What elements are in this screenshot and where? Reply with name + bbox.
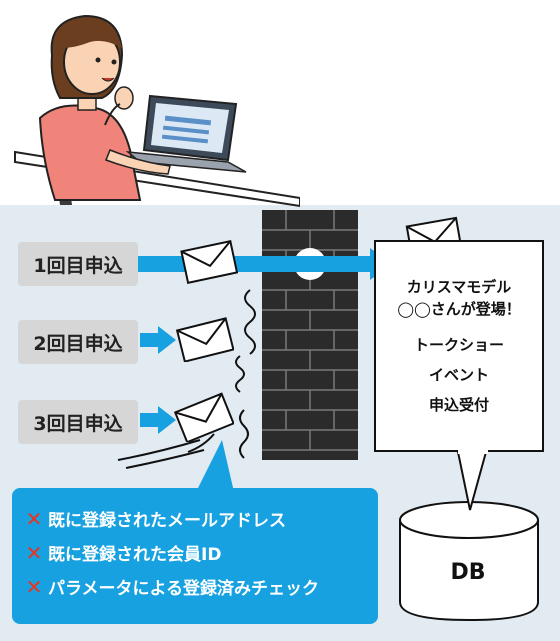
bounce-lines-lower [239,409,249,459]
motion-line-2 [125,449,205,469]
attempt-3-arrow-head [158,406,176,434]
motion-line-1 [117,439,201,461]
card-to-db-connector [456,448,488,511]
person-with-laptop-illustration [14,14,300,208]
attempt-2-label: 2回目申込 [18,320,138,364]
cross-icon: ✕ [25,574,43,599]
database-icon [399,501,539,622]
envelope-2-icon [176,317,234,362]
warning-callout-tail [196,440,234,492]
bounce-lines-mid [235,355,245,393]
notice-line-1: カリスマモデル [406,278,512,296]
attempt-2-arrow-shaft [140,333,158,347]
notice-line-4: イベント [428,366,489,384]
warning-item-3: ✕ パラメータによる登録済みチェック [24,574,319,600]
attempt-2-arrow-head [158,326,176,354]
warning-item-2: ✕ 既に登録された会員ID [24,540,222,566]
duplicate-check-callout: ✕ 既に登録されたメールアドレス ✕ 既に登録された会員ID ✕ パラメータによ… [12,488,378,624]
warning-item-3-text: パラメータによる登録済みチェック [48,579,319,599]
notice-line-3: トークショー [413,336,504,354]
envelope-3-icon [174,392,234,442]
warning-item-1: ✕ 既に登録されたメールアドレス [24,506,286,532]
notice-line-2: ◯◯さんが登場！ [397,300,521,318]
cross-icon: ✕ [25,506,43,531]
attempt-3-arrow-shaft [140,413,158,427]
bounce-lines-upper [244,289,256,355]
attempt-1-label: 1回目申込 [18,242,138,286]
envelope-1-icon [180,239,238,284]
warning-item-1-text: 既に登録されたメールアドレス [48,511,286,531]
event-notice-card: カリスマモデル ◯◯さんが登場！ トークショー イベント 申込受付 [374,240,544,452]
cross-icon: ✕ [25,540,43,565]
database-label: DB [450,560,486,585]
notice-line-5: 申込受付 [428,396,489,414]
attempt-3-label: 3回目申込 [18,400,138,444]
warning-item-2-text: 既に登録された会員ID [48,545,222,565]
